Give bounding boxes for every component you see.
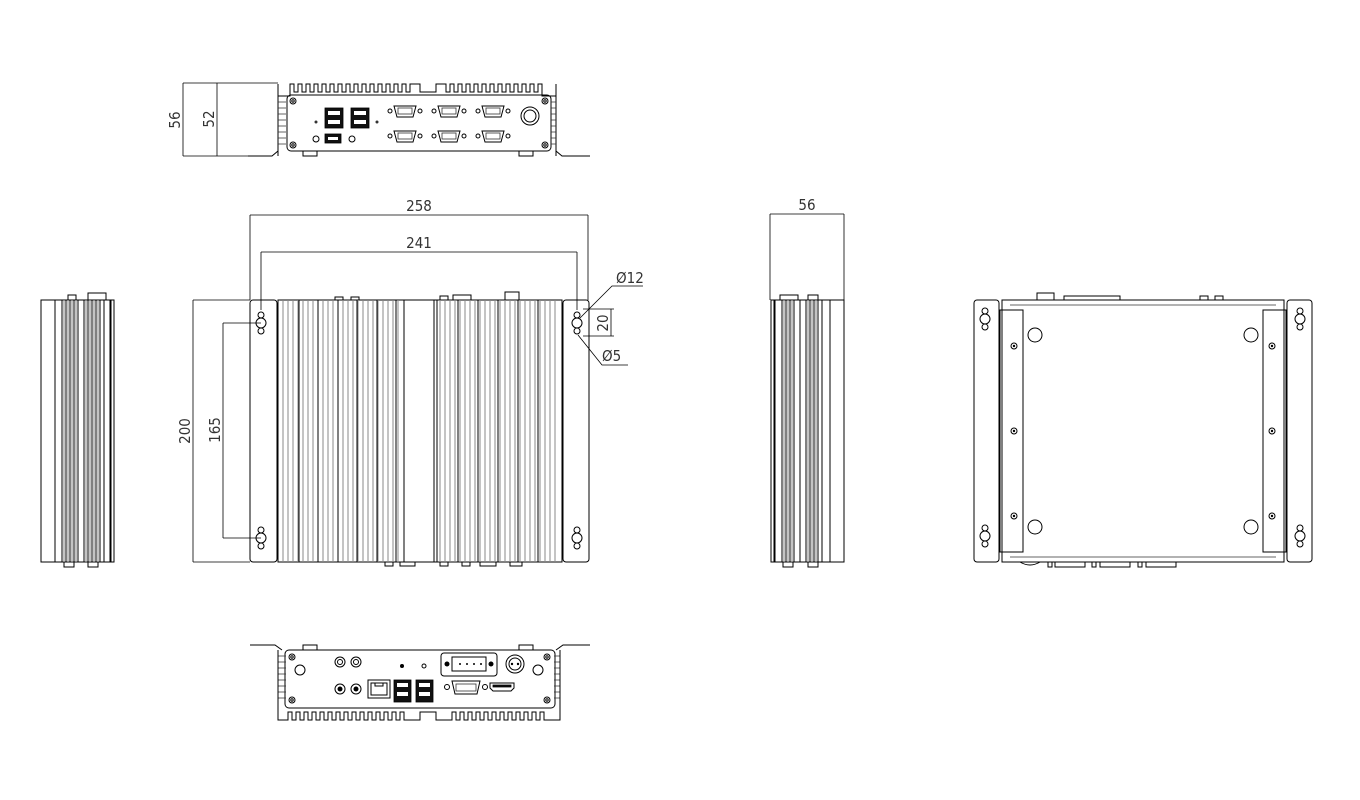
dc-in-icon [505,654,525,674]
top-heatsink-fins [282,300,556,562]
bottom-view [973,292,1313,568]
side-height-dimension: 56 [769,196,845,300]
rear-usb-port-icons [393,679,434,703]
right-mount-bracket [562,299,590,563]
dim-label-200: 200 [176,418,194,444]
bottom-screw-icons [1010,342,1276,520]
left-mount-bracket [249,299,278,563]
dim-label-dia5: Ø5 [602,347,621,365]
com-port-icons [387,105,511,143]
front-side-fins [278,101,556,145]
top-connector-protrusions [334,291,520,300]
bottom-connector-protrusions [384,562,523,567]
hdmi-port-icon [489,682,515,692]
vga-port-icon [444,680,488,695]
rear-heatsink-fins [277,708,561,721]
bottom-view-top-protrusions [1036,292,1224,300]
front-heatsink-fins [277,83,557,97]
keyhole-callouts: Ø12 20 Ø5 [577,269,644,366]
dim-label-52: 52 [200,110,218,127]
front-mount-brackets [248,150,590,157]
usb-port-icons [324,107,370,144]
dim-label-56-side: 56 [798,196,815,214]
dim-label-165: 165 [206,417,224,443]
keyhole-icons [255,311,583,550]
depth-dimensions: 200 165 [176,299,261,563]
rear-mount-hole-right [532,664,544,676]
lan-port-icon [367,679,391,699]
rear-panel-outline [284,649,556,709]
bottom-view-bottom-protrusions [1047,562,1177,568]
top-view: 258 241 200 [176,197,644,567]
front-io-view: 56 52 [166,82,590,157]
terminal-block-icon [440,652,498,677]
rear-screw-icons [288,653,551,704]
dim-label-258: 258 [406,197,432,215]
bottom-keyhole-icons [979,307,1306,548]
right-side-view: 56 [769,196,845,568]
dim-label-56-outer: 56 [166,111,184,128]
antenna-connector-icons [334,656,362,695]
led-icons [312,120,379,143]
rear-io-view [250,644,590,721]
width-dimensions: 258 241 [249,197,589,310]
rear-mount-hole-left [294,664,306,676]
front-screw-icons [289,97,549,149]
led-icon-2 [421,663,427,669]
power-button-icon [520,106,540,126]
dim-label-dia12: Ø12 [616,269,644,287]
dim-label-241: 241 [406,234,432,252]
front-height-dimensions: 56 52 [166,82,278,157]
left-side-view [40,292,115,568]
led-icon-1 [400,664,404,668]
top-body-outline [277,299,563,563]
top-fin-dark-lines [298,300,539,562]
front-panel-outline [286,94,552,152]
rubber-foot-icons [1027,327,1259,535]
dim-label-20: 20 [594,314,612,331]
rear-mount-brackets [250,644,590,651]
